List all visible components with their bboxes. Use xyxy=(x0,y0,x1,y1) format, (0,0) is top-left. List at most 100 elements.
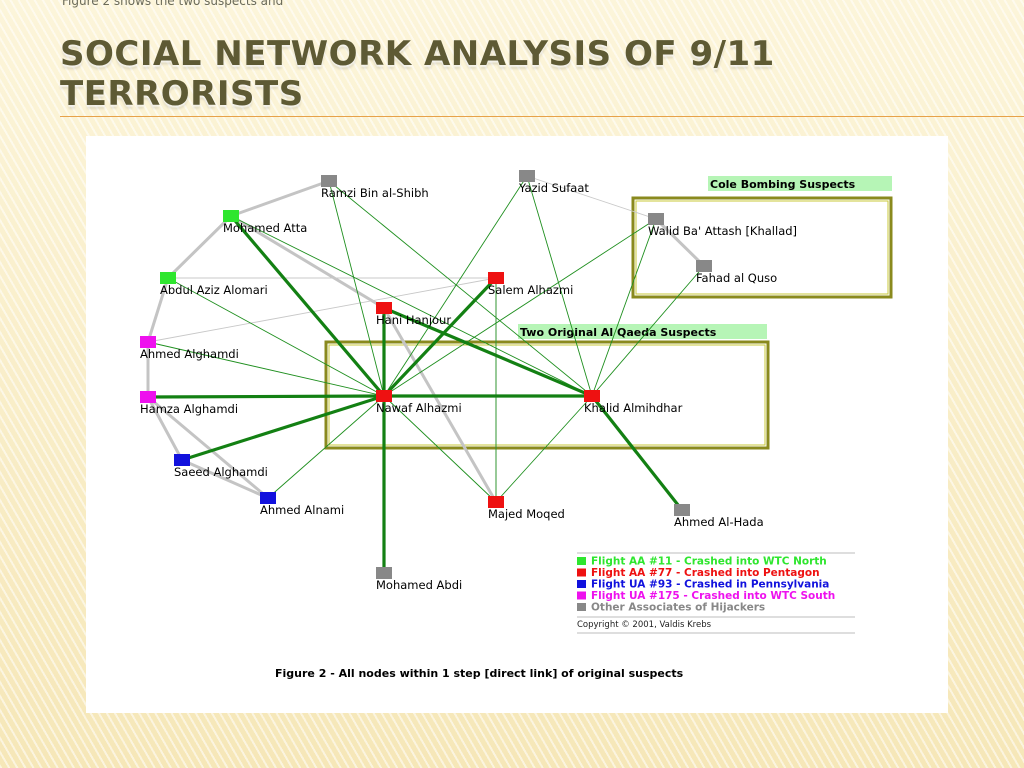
node-hamza: Hamza Alghamdi xyxy=(140,391,238,416)
node-majed: Majed Moqed xyxy=(488,496,565,521)
legend-label: Flight AA #77 - Crashed into Pentagon xyxy=(591,567,820,579)
node-ramzi: Ramzi Bin al-Shibh xyxy=(321,175,429,200)
legend-swatch xyxy=(577,591,586,600)
node-fahad: Fahad al Quso xyxy=(696,260,777,285)
edge-nawaf-atta xyxy=(229,214,386,398)
alqaeda-box-title: Two Original Al Qaeda Suspects xyxy=(520,326,717,339)
slide-title: SOCIAL NETWORK ANALYSIS OF 9/11 TERRORIS… xyxy=(60,34,775,114)
edge-nawaf-ahmedg xyxy=(147,341,385,397)
node-marker-khalid xyxy=(584,390,600,402)
edge-yazid-walid xyxy=(526,175,657,220)
node-label-ahmedg: Ahmed Alghamdi xyxy=(140,347,239,361)
node-label-khalid: Khalid Almihdhar xyxy=(584,401,683,415)
legend-item: Flight AA #11 - Crashed into WTC North xyxy=(577,556,827,568)
node-marker-alhada xyxy=(674,504,690,516)
node-label-hamza: Hamza Alghamdi xyxy=(140,402,238,416)
edge-saeed-alnami xyxy=(180,458,270,500)
edge-khalid-yazid xyxy=(526,175,593,397)
node-marker-ahmedg xyxy=(140,336,156,348)
legend-label: Other Associates of Hijackers xyxy=(591,602,765,614)
node-khalid: Khalid Almihdhar xyxy=(584,390,683,415)
cole-box-title: Cole Bombing Suspects xyxy=(710,178,856,191)
node-marker-yazid xyxy=(519,170,535,182)
cole-box-inner-frame xyxy=(635,200,889,295)
node-label-alnami: Ahmed Alnami xyxy=(260,503,344,517)
node-label-salem: Salem Alhazmi xyxy=(488,283,573,297)
node-label-fahad: Fahad al Quso xyxy=(696,271,777,285)
node-yazid: Yazid Sufaat xyxy=(518,170,589,195)
legend-item: Flight AA #77 - Crashed into Pentagon xyxy=(577,567,820,579)
edge-nawaf-yazid xyxy=(383,175,528,397)
node-marker-abdi xyxy=(376,567,392,579)
node-salem: Salem Alhazmi xyxy=(488,272,573,297)
legend-label: Flight UA #93 - Crashed in Pennsylvania xyxy=(591,579,829,591)
node-marker-abdulaziz xyxy=(160,272,176,284)
edge-abdulaziz-ahmedg xyxy=(146,276,170,344)
edge-ahmedg-salem xyxy=(147,277,497,343)
legend-swatch xyxy=(577,568,586,577)
node-abdi: Mohamed Abdi xyxy=(376,567,462,592)
node-marker-majed xyxy=(488,496,504,508)
edge-atta-ramzi xyxy=(229,179,331,218)
edge-atta-hani xyxy=(229,214,386,310)
edge-nawaf-walid xyxy=(383,218,657,397)
node-marker-fahad xyxy=(696,260,712,272)
node-hani: Hani Hanjour xyxy=(376,302,451,327)
node-saeed: Saeed Alghamdi xyxy=(174,454,268,479)
node-walid: Walid Ba' Attash [Khallad] xyxy=(648,213,797,238)
cole-box-frame xyxy=(631,196,893,299)
edge-nawaf-saeed xyxy=(180,394,386,462)
node-label-atta: Mohamed Atta xyxy=(223,221,307,235)
legend-swatch xyxy=(577,603,586,611)
top-caption: Figure 2 shows the two suspects and xyxy=(62,0,284,8)
figure-caption: Figure 2 - All nodes within 1 step [dire… xyxy=(275,667,684,680)
node-marker-walid xyxy=(648,213,664,225)
edge-nawaf-hamza xyxy=(146,394,386,399)
node-label-alhada: Ahmed Al-Hada xyxy=(674,515,764,529)
node-label-abdulaziz: Abdul Aziz Alomari xyxy=(160,283,268,297)
edge-khalid-ramzi xyxy=(328,180,593,397)
node-label-saeed: Saeed Alghamdi xyxy=(174,465,268,479)
edge-nawaf-ramzi xyxy=(328,180,385,397)
node-alnami: Ahmed Alnami xyxy=(260,492,344,517)
node-atta: Mohamed Atta xyxy=(223,210,307,235)
node-label-hani: Hani Hanjour xyxy=(376,313,451,327)
node-label-yazid: Yazid Sufaat xyxy=(518,181,589,195)
node-label-majed: Majed Moqed xyxy=(488,507,565,521)
legend-swatch xyxy=(577,580,586,588)
node-alhada: Ahmed Al-Hada xyxy=(674,504,764,529)
legend-item: Flight UA #93 - Crashed in Pennsylvania xyxy=(577,579,829,591)
legend-swatch xyxy=(577,557,586,565)
edge-khalid-walid xyxy=(591,218,657,397)
legend-label: Flight AA #11 - Crashed into WTC North xyxy=(591,556,827,568)
node-marker-salem xyxy=(488,272,504,284)
node-label-walid: Walid Ba' Attash [Khallad] xyxy=(648,224,797,238)
node-marker-saeed xyxy=(174,454,190,466)
node-label-abdi: Mohamed Abdi xyxy=(376,578,462,592)
edge-khalid-alhada xyxy=(590,394,684,512)
node-abdulaziz: Abdul Aziz Alomari xyxy=(160,272,268,297)
alqaeda-box-title-bg xyxy=(518,324,767,339)
edge-khalid-atta xyxy=(230,215,593,397)
node-marker-hani xyxy=(376,302,392,314)
edge-nawaf-majed xyxy=(383,395,497,503)
edge-walid-fahad xyxy=(654,217,706,268)
title-divider xyxy=(60,116,1024,117)
legend-item: Flight UA #175 - Crashed into WTC South xyxy=(577,590,835,602)
legend-item: Other Associates of Hijackers xyxy=(577,602,765,614)
edge-hamza-saeed xyxy=(146,395,184,462)
node-marker-nawaf xyxy=(376,390,392,402)
node-marker-hamza xyxy=(140,391,156,403)
edge-nawaf-salem xyxy=(382,276,498,398)
cole-suspects-box: Cole Bombing Suspects xyxy=(631,176,893,299)
copyright-text: Copyright © 2001, Valdis Krebs xyxy=(577,620,712,630)
node-label-ramzi: Ramzi Bin al-Shibh xyxy=(321,186,429,200)
edge-nawaf-abdulaziz xyxy=(167,277,385,397)
edge-khalid-majed xyxy=(495,395,593,503)
node-ahmedg: Ahmed Alghamdi xyxy=(140,336,239,361)
node-label-nawaf: Nawaf Alhazmi xyxy=(376,401,462,415)
node-marker-atta xyxy=(223,210,239,222)
node-marker-ramzi xyxy=(321,175,337,187)
edge-atta-abdulaziz xyxy=(166,214,233,280)
